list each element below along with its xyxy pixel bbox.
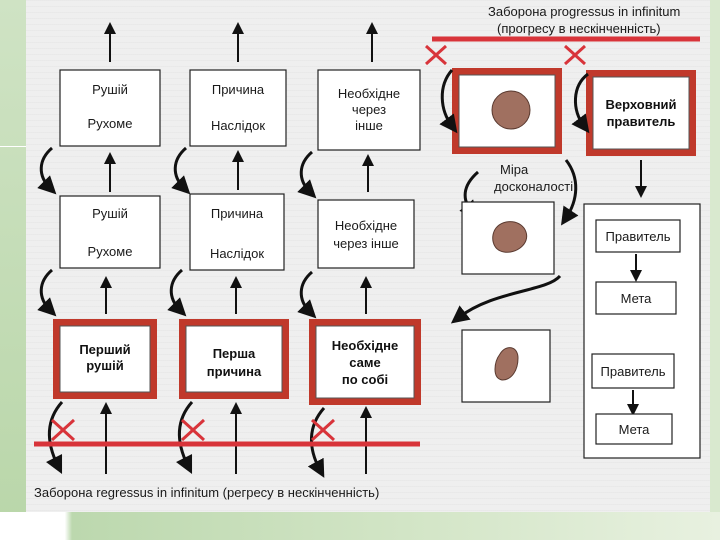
base-box-col1-line1: Перший <box>79 342 130 357</box>
box-col2-top-line2: Наслідок <box>211 118 265 133</box>
box-col3-top-line2: через <box>352 102 386 117</box>
box-col2-top-line1: Причина <box>212 82 265 97</box>
box-col2-middle-line2: Наслідок <box>210 246 264 261</box>
cross-mark-bottom-3 <box>310 418 336 442</box>
curve-arrow-col3-upper <box>297 150 317 199</box>
box-col3-top <box>317 69 421 151</box>
box-col2-middle <box>189 193 285 271</box>
perfection-label-line1: Міра <box>500 162 529 177</box>
base-box-col3-line2: саме <box>349 355 380 370</box>
bottom-caption: Заборона regressus in infinitum (регресу… <box>34 485 379 500</box>
hierarchy-goal-1-box <box>595 281 677 315</box>
supreme-ruler-line2: правитель <box>607 114 676 129</box>
base-box-col2-line1: Перша <box>213 346 256 361</box>
box-col3-middle-line1: Необхідне <box>335 218 397 233</box>
base-box-col3-line3: по собі <box>342 372 388 387</box>
hierarchy-ruler-2: Правитель <box>601 364 666 379</box>
base-box-col1 <box>59 325 151 393</box>
curve-arrow-col3-base <box>307 407 326 478</box>
slide-left-band <box>0 0 26 540</box>
curve-arrow-col1-base <box>45 401 64 475</box>
base-box-col1-line2: рушій <box>86 358 123 373</box>
hierarchy-ruler-1: Правитель <box>606 229 671 244</box>
hierarchy-ruler-2-box <box>591 353 675 389</box>
perfection-label-line2: досконалості <box>494 179 573 194</box>
slide-bottom-band <box>0 512 720 540</box>
box-col1-middle <box>59 195 161 269</box>
supreme-ruler-box <box>592 76 690 150</box>
top-caption-line2: (прогресу в нескінченність) <box>497 21 661 36</box>
curve-arrow-ruler-top <box>571 72 590 134</box>
box-col1-top-line1: Рушій <box>92 82 128 97</box>
base-box-col3-line1: Необхідне <box>332 338 398 353</box>
base-box-col2-line2: причина <box>207 364 262 379</box>
box-col1-middle-line1: Рушій <box>92 206 128 221</box>
curve-arrow-perfection-right <box>561 159 579 226</box>
box-col2-top <box>189 69 287 147</box>
perfection-blob-small <box>494 347 519 381</box>
box-col3-top-line1: Необхідне <box>338 86 400 101</box>
base-box-col2 <box>185 325 283 393</box>
box-col3-top-line3: інше <box>355 118 383 133</box>
curve-arrow-col1-upper <box>37 146 57 195</box>
cross-mark-top-right <box>563 44 587 66</box>
box-col1-top <box>59 69 161 147</box>
slide-right-band <box>710 0 720 512</box>
base-box-col3 <box>315 325 415 399</box>
curve-arrow-col1-lower <box>37 268 57 317</box>
supreme-ruler-line1: Верховний <box>605 97 676 112</box>
box-col2-middle-line1: Причина <box>211 206 264 221</box>
hierarchy-ruler-1-box <box>595 219 681 253</box>
curve-arrow-col2-base <box>175 401 194 475</box>
curve-arrow-col2-lower <box>167 268 187 317</box>
box-col1-middle-line2: Рухоме <box>88 244 133 259</box>
curve-arrow-perfection-top <box>439 69 458 134</box>
curve-arrow-col3-lower <box>297 270 317 319</box>
top-caption-line1: Заборона progressus in infinitum <box>488 4 680 19</box>
box-col3-middle <box>317 199 415 269</box>
cross-mark-bottom-1 <box>50 418 76 442</box>
perfection-blob-large <box>491 90 531 130</box>
hierarchy-goal-2: Мета <box>619 422 651 437</box>
curve-arrow-col2-upper <box>171 146 191 195</box>
cross-mark-bottom-2 <box>180 418 206 442</box>
cross-mark-top-left <box>424 44 448 66</box>
hierarchy-goal-1: Мета <box>621 291 653 306</box>
box-col3-middle-line2: через інше <box>333 236 398 251</box>
curve-arrow-perfection-low <box>450 274 562 324</box>
perfection-blob-medium <box>492 221 528 253</box>
box-col1-top-line2: Рухоме <box>88 116 133 131</box>
hierarchy-goal-2-box <box>595 413 673 445</box>
